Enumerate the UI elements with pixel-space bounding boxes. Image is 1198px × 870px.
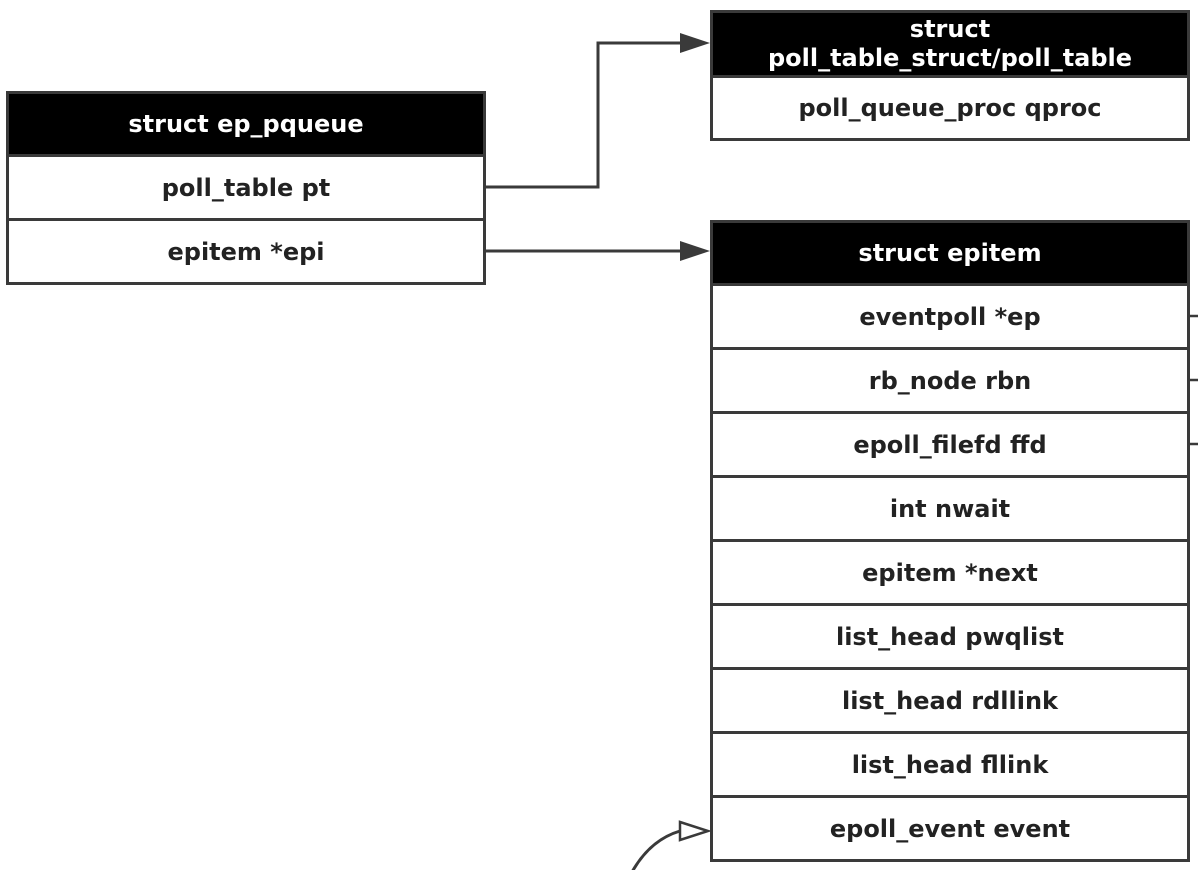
field-int-nwait: int nwait bbox=[710, 478, 1190, 542]
field-epoll-event-event: epoll_event event bbox=[710, 798, 1190, 862]
arrow-incoming-epoll-event bbox=[631, 829, 681, 870]
arrowhead-incoming-epoll-event bbox=[678, 820, 713, 842]
struct-poll-table-box: struct poll_table_struct/poll_table poll… bbox=[710, 10, 1190, 141]
field-poll-table-pt: poll_table pt bbox=[6, 157, 486, 221]
field-list-head-pwqlist: list_head pwqlist bbox=[710, 606, 1190, 670]
arrowhead-epi-to-epitem bbox=[680, 241, 710, 261]
field-epitem-epi: epitem *epi bbox=[6, 221, 486, 285]
struct-epitem-box: struct epitem eventpoll *ep rb_node rbn … bbox=[710, 220, 1190, 862]
field-poll-queue-proc-qproc: poll_queue_proc qproc bbox=[710, 78, 1190, 141]
struct-poll-table-header: struct poll_table_struct/poll_table bbox=[710, 10, 1190, 78]
struct-ep-pqueue-box: struct ep_pqueue poll_table pt epitem *e… bbox=[6, 91, 486, 285]
struct-ep-pqueue-title: struct ep_pqueue bbox=[128, 109, 364, 138]
struct-epitem-title: struct epitem bbox=[858, 238, 1042, 267]
arrow-pt-to-poll-table bbox=[486, 41, 680, 189]
field-list-head-fllink: list_head fllink bbox=[710, 734, 1190, 798]
arrowhead-pt-to-poll-table bbox=[680, 33, 710, 53]
field-list-head-rdllink: list_head rdllink bbox=[710, 670, 1190, 734]
field-epitem-next: epitem *next bbox=[710, 542, 1190, 606]
struct-poll-table-title-line-2: poll_table_struct/poll_table bbox=[767, 44, 1133, 72]
field-eventpoll-ep: eventpoll *ep bbox=[710, 286, 1190, 350]
field-epoll-filefd-ffd: epoll_filefd ffd bbox=[710, 414, 1190, 478]
struct-epitem-header: struct epitem bbox=[710, 220, 1190, 286]
field-rb-node-rbn: rb_node rbn bbox=[710, 350, 1190, 414]
struct-ep-pqueue-header: struct ep_pqueue bbox=[6, 91, 486, 157]
struct-poll-table-title-line-1: struct bbox=[909, 15, 991, 44]
